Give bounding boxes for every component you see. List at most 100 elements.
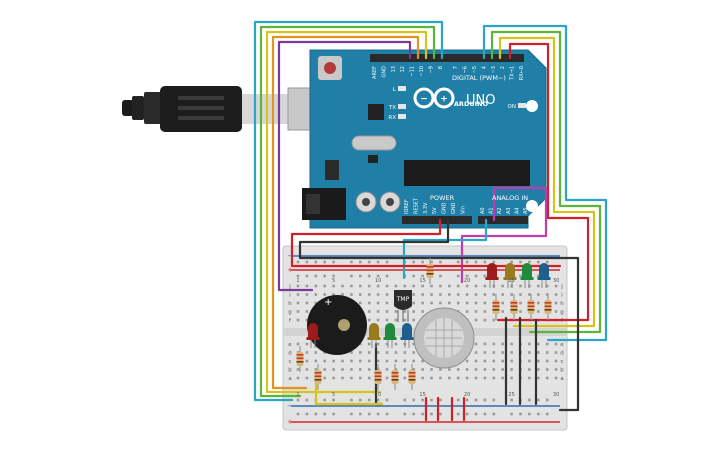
led-yellow [503,263,517,288]
wire-cyan-right [482,24,608,342]
onboard-led-label: TX [388,105,396,111]
resistor [544,294,552,320]
analog-pin-label: A5 [523,207,529,214]
gas-sensor-icon [413,307,475,369]
row-letter-right: e [560,342,564,348]
row-letter-right: c [560,359,563,365]
led-blue [537,263,551,288]
wire-black-gnd [298,218,580,412]
resistor [374,364,382,390]
analog-header-label: ANALOG IN [492,194,528,202]
row-letter-right: d [560,351,564,357]
wire-magenta [460,186,548,284]
row-letter-left: d [288,351,292,357]
row-letter-right: j [560,284,563,290]
resistor [314,364,322,390]
column-number: 1 [296,278,299,284]
analog-header [478,216,528,224]
digital-pin-label: ~3 [491,66,497,73]
column-number: 30 [553,392,559,398]
analog-pin-label: A2 [497,207,503,214]
resistor [296,346,304,372]
resistor [408,364,416,390]
power-header-label: POWER [430,194,455,202]
resistor [426,258,434,284]
mounting-hole [526,100,538,112]
digital-pin-label: AREF [372,66,378,79]
analog-pin-label: A4 [514,207,520,214]
analog-pin-label: A0 [480,207,486,214]
resistor [527,294,535,320]
digital-pin-label: ~10 [419,66,425,77]
onboard-led-label: L [393,87,397,93]
digital-pin-label: TX→1 [510,66,516,81]
digital-pin-label: GND [381,66,387,78]
row-letter-left: f [289,318,292,324]
column-number: 20 [464,278,470,284]
analog-pin-label: A1 [489,207,495,214]
column-number: 20 [464,392,470,398]
digital-pin-label: 7 [453,66,459,69]
power-pin-label: GND [451,202,457,214]
row-letter-right: i [561,293,563,299]
wire-yellow-bottom [314,378,384,406]
column-number: 10 [375,392,381,398]
wire-purple [277,40,412,292]
column-number: 5 [332,278,335,284]
column-number: 25 [508,392,514,398]
power-pin-label: GND [442,202,448,214]
led-blue [400,323,414,348]
power-pin-label: RESET [413,197,419,214]
arduino-board: − + [302,49,547,229]
column-number: 1 [296,392,299,398]
column-number: 5 [332,392,335,398]
power-pin-label: 3.3V [423,202,429,214]
temp-sensor-label: TMP [396,296,410,303]
resistor [492,294,500,320]
row-letter-left: g [288,310,292,316]
digital-header-label: DIGITAL (PWM~) [452,74,506,82]
power-header [402,216,472,224]
row-letter-left: j [288,284,291,290]
svg-text:+: + [324,297,332,308]
temperature-sensor: TMP [394,290,412,322]
row-letter-left: a [288,376,291,382]
on-led-label: ON [508,104,516,110]
digital-header [370,54,524,62]
row-letter-right: f [561,318,564,324]
rail-minus-sign: − [287,402,293,410]
row-letter-left: e [288,342,292,348]
mounting-hole [526,200,538,212]
usb-cable-icon [122,86,341,132]
power-pin-label: 5V [432,207,438,214]
row-letter-right: g [560,310,564,316]
led-yellow [367,323,381,348]
power-pin-label: IOREF [404,199,410,214]
row-letter-right: a [560,376,563,382]
svg-text:−: − [420,95,428,105]
row-letter-left: c [288,359,291,365]
rail-plus-sign: + [287,266,293,274]
power-pin-label: Vin [460,206,466,214]
wire-yellow-right [498,36,596,328]
led-red [485,263,499,288]
digital-pin-label: RX←0 [519,66,525,80]
analog-pin-label: A3 [506,207,512,214]
digital-pin-label: 2 [500,66,506,69]
digital-pin-label: 4 [481,66,487,69]
row-letter-right: b [560,368,564,374]
wire-red-5v [290,218,562,268]
digital-pin-label: ~11 [410,66,416,77]
wire-red-right [496,42,590,322]
resistor [510,294,518,320]
digital-pin-label: ~5 [472,66,478,73]
model-label: UNO [466,93,495,108]
wire-green-right [490,30,602,334]
onboard-led-label: RX [388,115,396,121]
wires [253,20,608,422]
svg-text:+: + [440,95,448,105]
rail-plus-sign: + [287,418,293,426]
resistor [391,364,399,390]
led-green [520,263,534,288]
